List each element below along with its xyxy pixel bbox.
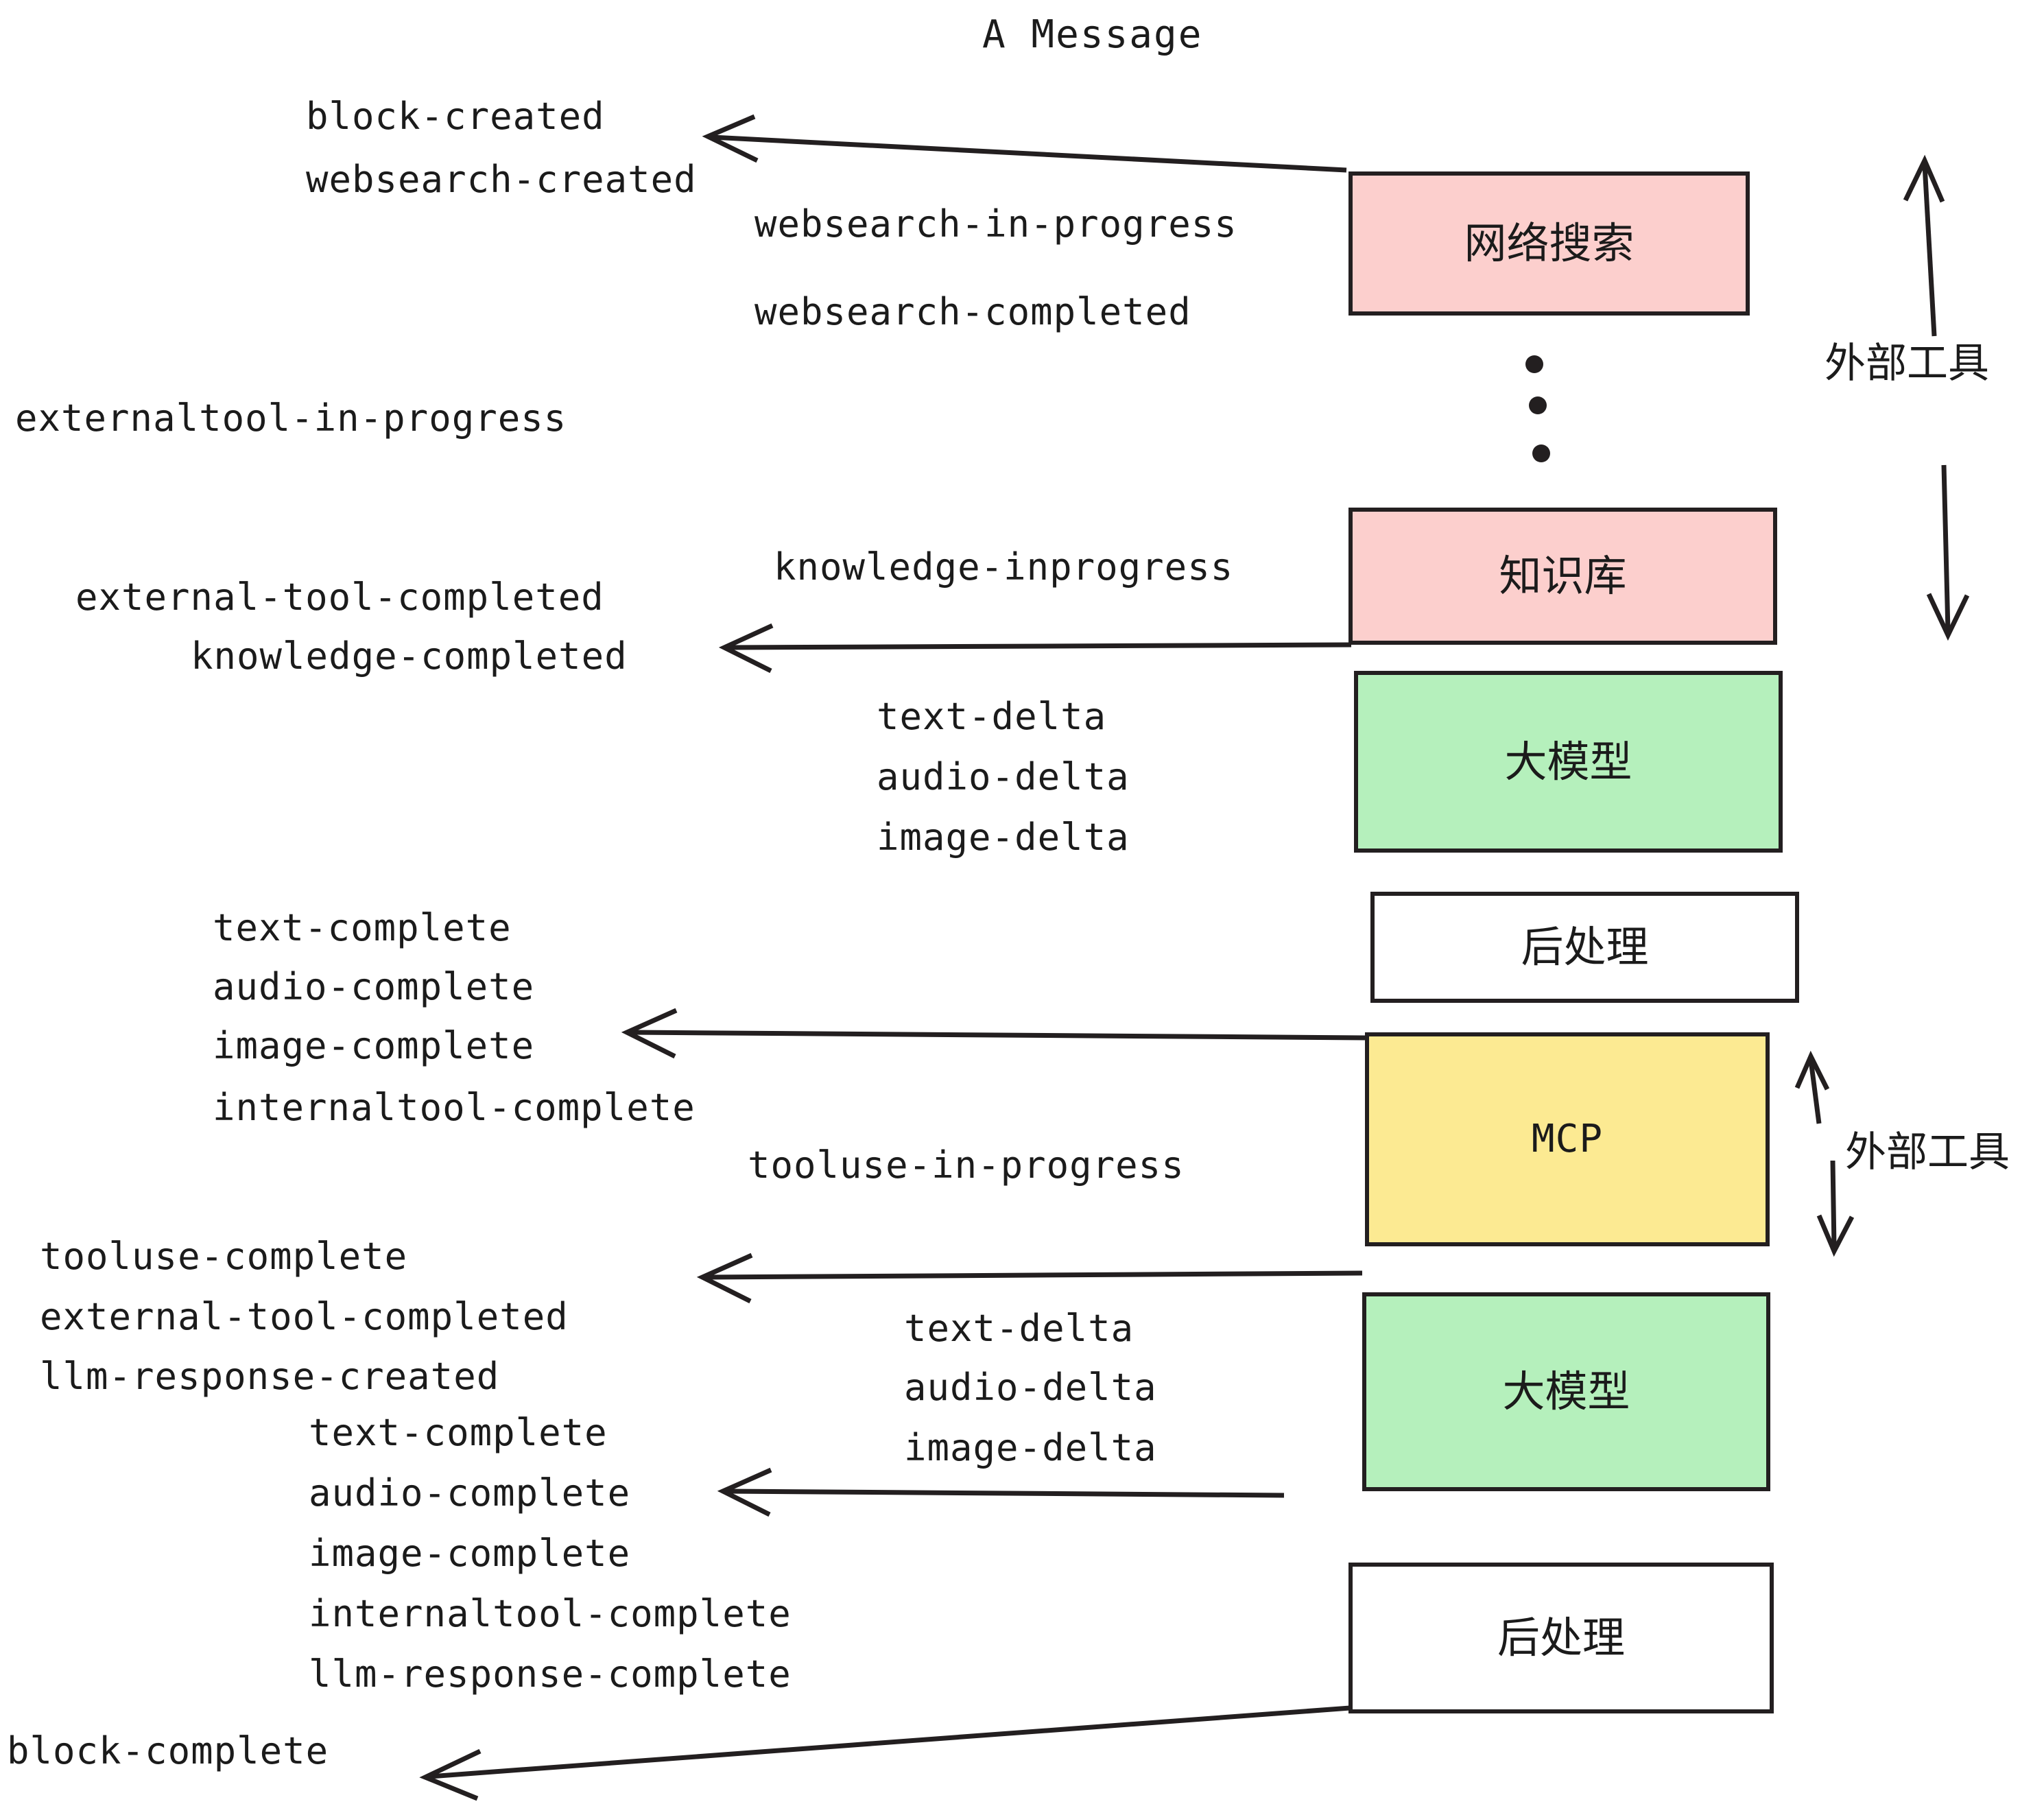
event-label-audio-complete-1: audio-complete [213, 965, 535, 1008]
event-label-image-delta-2: image-delta [904, 1426, 1157, 1469]
ellipsis-dot-1 [1525, 355, 1543, 373]
event-label-text-delta-1: text-delta [877, 695, 1107, 738]
ellipsis-dot-3 [1532, 444, 1550, 462]
node-llm-2-label: 大模型 [1502, 1366, 1630, 1416]
event-label-knowledge-inprogress: knowledge-inprogress [774, 545, 1234, 589]
event-label-external-tool-completed-1: external-tool-completed [75, 575, 604, 619]
group-label-external-tool-top: 外部工具 [1825, 340, 1989, 388]
arrow-external-tool-top-down [1926, 464, 1970, 641]
event-label-knowledge-completed: knowledge-completed [191, 634, 628, 678]
arrow-external-tool-top-up [1903, 154, 1945, 337]
node-websearch[interactable]: 网络搜索 [1348, 171, 1750, 316]
event-label-llm-response-created: llm-response-created [40, 1355, 500, 1398]
event-label-block-created: block-created [306, 95, 605, 138]
arrow-mcp-to-tooluse-complete [696, 1253, 1363, 1304]
node-postprocess-1-label: 后处理 [1521, 922, 1649, 972]
event-label-external-tool-completed-2: external-tool-completed [40, 1295, 569, 1338]
event-label-externaltool-in-progress: externaltool-in-progress [15, 396, 567, 440]
event-label-audio-complete-2: audio-complete [309, 1471, 631, 1515]
event-label-llm-response-complete: llm-response-complete [309, 1652, 792, 1696]
event-label-internaltool-complete-2: internaltool-complete [309, 1592, 792, 1635]
event-label-image-complete-1: image-complete [213, 1024, 535, 1067]
page-title: A Message [982, 12, 1203, 57]
event-label-websearch-in-progress: websearch-in-progress [754, 202, 1237, 246]
group-label-external-tool-bottom: 外部工具 [1845, 1128, 2010, 1176]
event-label-websearch-completed: websearch-completed [754, 290, 1191, 333]
node-llm-1-label: 大模型 [1504, 736, 1632, 787]
node-mcp[interactable]: MCP [1365, 1032, 1770, 1246]
arrow-llm2-to-audio-complete [717, 1467, 1285, 1517]
event-label-tooluse-in-progress: tooluse-in-progress [748, 1143, 1185, 1187]
event-label-image-complete-2: image-complete [309, 1532, 631, 1575]
event-label-audio-delta-1: audio-delta [877, 755, 1130, 798]
event-label-text-complete-2: text-complete [309, 1411, 608, 1454]
event-label-internaltool-complete-1: internaltool-complete [213, 1086, 696, 1129]
arrow-postprocess1-to-image-complete [621, 1008, 1366, 1059]
ellipsis-dot-2 [1529, 396, 1547, 414]
arrow-websearch-to-created [702, 114, 1347, 173]
event-label-audio-delta-2: audio-delta [904, 1366, 1157, 1409]
arrow-external-tool-bottom-up [1794, 1050, 1830, 1124]
node-postprocess-2-label: 后处理 [1497, 1613, 1625, 1663]
node-knowledge-label: 知识库 [1499, 551, 1627, 601]
node-mcp-label: MCP [1531, 1117, 1604, 1161]
arrow-postprocess2-to-block-complete [419, 1705, 1351, 1801]
event-label-text-delta-2: text-delta [904, 1307, 1134, 1350]
node-llm-2[interactable]: 大模型 [1362, 1292, 1770, 1491]
event-label-tooluse-complete: tooluse-complete [40, 1235, 408, 1278]
event-label-image-delta-1: image-delta [877, 816, 1130, 859]
event-label-websearch-created: websearch-created [306, 158, 697, 201]
arrow-knowledge-to-completed [718, 623, 1352, 674]
node-llm-1[interactable]: 大模型 [1354, 671, 1783, 853]
node-websearch-label: 网络搜索 [1464, 218, 1635, 268]
node-knowledge[interactable]: 知识库 [1348, 508, 1777, 645]
event-label-text-complete-1: text-complete [213, 906, 512, 949]
node-postprocess-2[interactable]: 后处理 [1348, 1563, 1774, 1713]
node-postprocess-1[interactable]: 后处理 [1370, 892, 1799, 1003]
event-label-block-complete: block-complete [7, 1729, 329, 1772]
